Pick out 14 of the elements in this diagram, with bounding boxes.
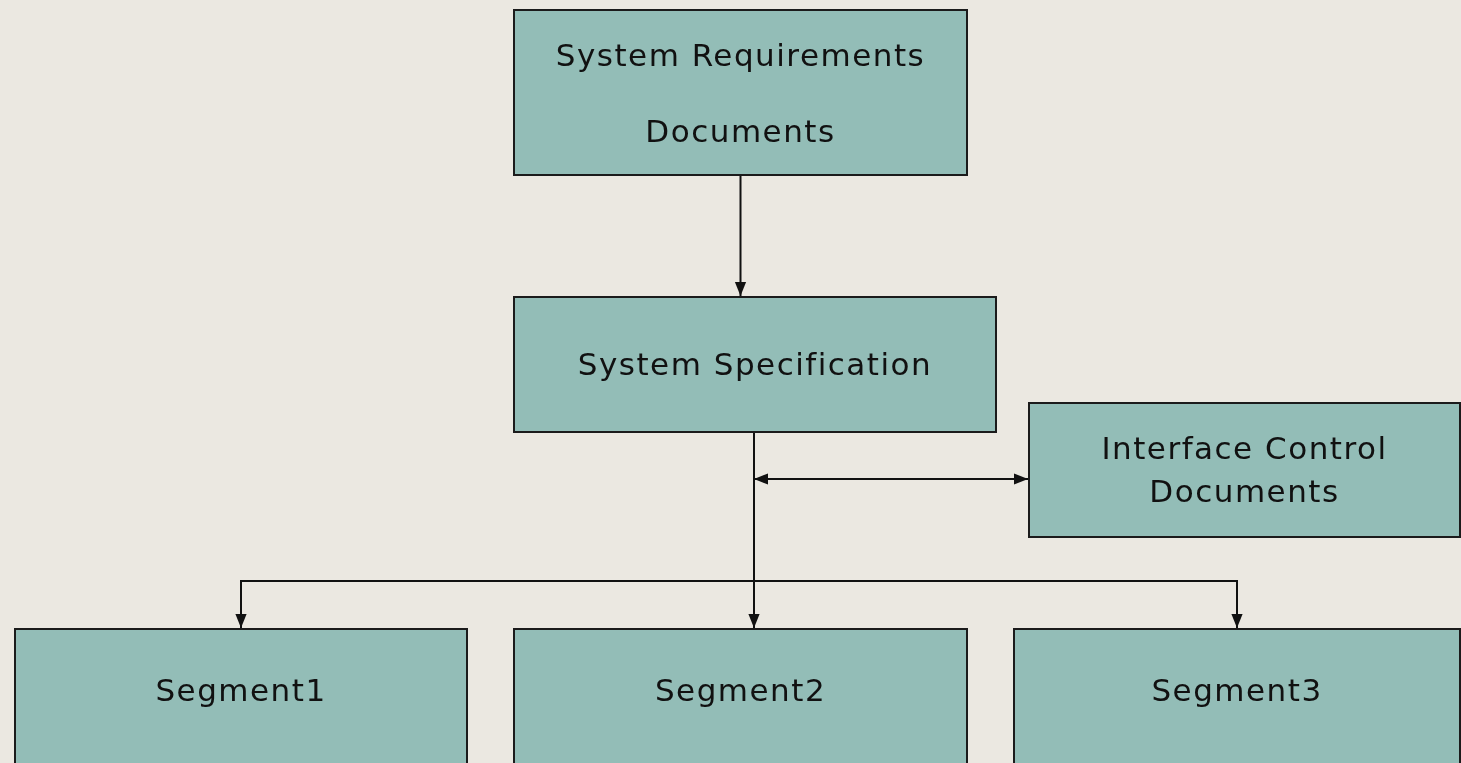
node-label: Interface Control Documents [1100, 428, 1389, 511]
node-label: Segment3 [1151, 671, 1323, 710]
process-box [513, 628, 968, 763]
process-box [1013, 628, 1461, 763]
arrow [753, 473, 1029, 485]
process-box [513, 296, 997, 433]
process-box [1028, 402, 1461, 538]
node-label: System Requirements Documents [554, 35, 927, 151]
node-label: Segment2 [654, 671, 827, 710]
process-box [14, 628, 468, 763]
process-box [513, 9, 968, 176]
node-label: System Specification [577, 345, 933, 384]
arrow [734, 175, 747, 297]
node-label: Segment1 [155, 671, 327, 710]
